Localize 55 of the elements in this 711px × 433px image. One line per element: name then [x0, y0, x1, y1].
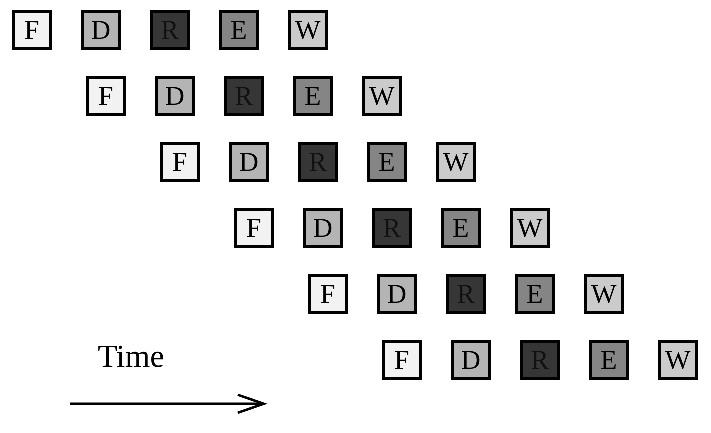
- stage-label: D: [313, 214, 333, 242]
- stage-label: F: [24, 16, 40, 44]
- stage-label: W: [517, 214, 543, 242]
- stage-label: E: [452, 214, 470, 242]
- stage-label: D: [239, 148, 259, 176]
- stage-box: [160, 142, 200, 182]
- stage-box: [436, 142, 476, 182]
- stage-box: [382, 340, 422, 380]
- stage-label: E: [526, 280, 544, 308]
- stage-label: F: [394, 346, 410, 374]
- stage-label: D: [91, 16, 111, 44]
- stage-box: [362, 76, 402, 116]
- stage-box: [150, 10, 190, 50]
- stage-label: W: [665, 346, 691, 374]
- axis-label: Time: [98, 338, 164, 375]
- stage-box: [377, 274, 417, 314]
- stage-box: [520, 340, 560, 380]
- stage-label: F: [320, 280, 336, 308]
- stage-box: [229, 142, 269, 182]
- stage-label: W: [295, 16, 321, 44]
- stage-box: [86, 76, 126, 116]
- stage-label: F: [172, 148, 188, 176]
- stage-label: W: [369, 82, 395, 110]
- stage-label: E: [304, 82, 322, 110]
- stage-box: [288, 10, 328, 50]
- stage-label: W: [591, 280, 617, 308]
- stage-box: [510, 208, 550, 248]
- stage-box: [303, 208, 343, 248]
- stage-box: [298, 142, 338, 182]
- stage-box: [308, 274, 348, 314]
- stage-label: D: [165, 82, 185, 110]
- stage-label: E: [600, 346, 618, 374]
- stage-box: [658, 340, 698, 380]
- stage-box: [12, 10, 52, 50]
- stage-label: D: [461, 346, 481, 374]
- stage-box: [584, 274, 624, 314]
- stage-box: [155, 76, 195, 116]
- stage-label: W: [443, 148, 469, 176]
- stage-label: D: [387, 280, 407, 308]
- stage-box: [293, 76, 333, 116]
- stage-label: E: [230, 16, 248, 44]
- stage-box: [234, 208, 274, 248]
- stage-box: [219, 10, 259, 50]
- stage-label: F: [98, 82, 114, 110]
- stage-box: [589, 340, 629, 380]
- stage-label: E: [378, 148, 396, 176]
- stage-box: [515, 274, 555, 314]
- stage-box: [372, 208, 412, 248]
- stage-box: [451, 340, 491, 380]
- stage-box: [81, 10, 121, 50]
- stage-box: [446, 274, 486, 314]
- stage-box: [367, 142, 407, 182]
- stage-label: F: [246, 214, 262, 242]
- stage-box: [441, 208, 481, 248]
- stage-box: [224, 76, 264, 116]
